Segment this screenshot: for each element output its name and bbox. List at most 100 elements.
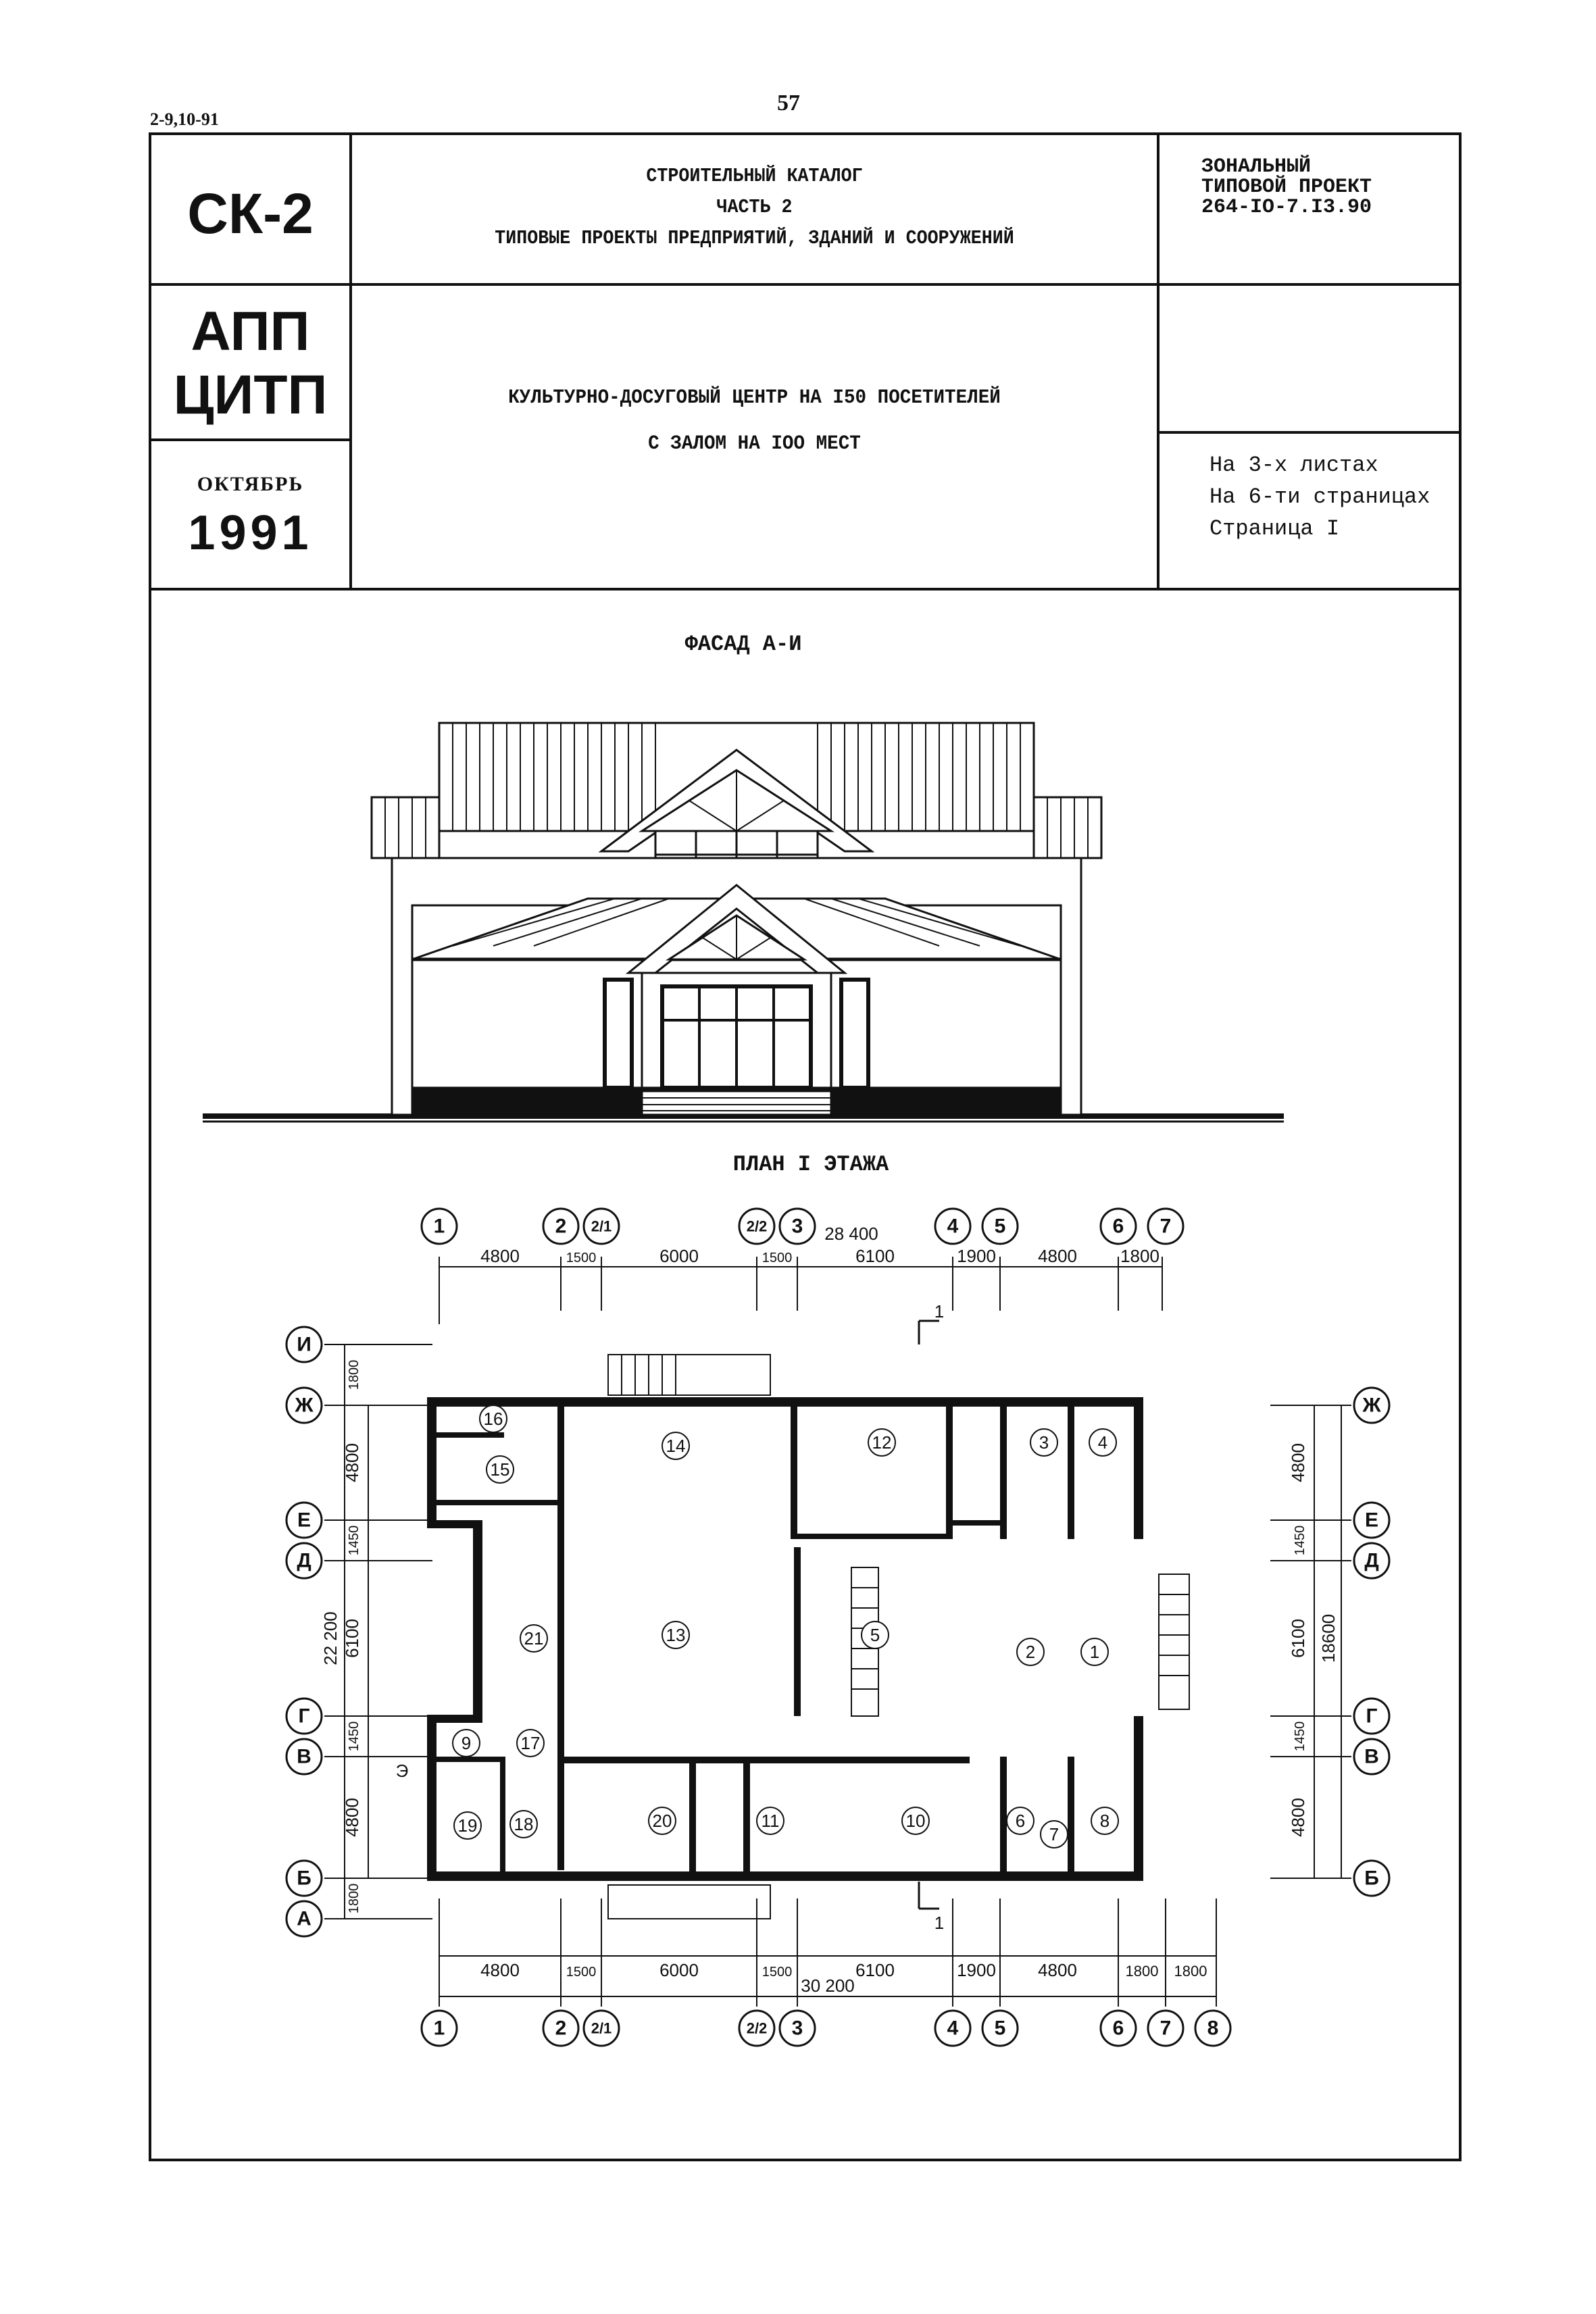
svg-text:В: В (297, 1746, 311, 1768)
plan-caption: ПЛАН I ЭТАЖА (732, 1152, 889, 1177)
sheet-code: 2-9,10-91 (150, 109, 219, 129)
svg-text:4800: 4800 (1288, 1443, 1308, 1482)
svg-text:5: 5 (995, 2017, 1006, 2040)
catalog-line-1: СТРОИТЕЛЬНЫЙ КАТАЛОГ (646, 165, 863, 187)
building-walls (427, 1397, 1143, 1881)
svg-text:6100: 6100 (342, 1619, 362, 1658)
svg-text:1: 1 (434, 2017, 445, 2040)
org-line-1: АПП (191, 301, 310, 362)
svg-text:4: 4 (947, 2017, 959, 2040)
section-marks (918, 1319, 939, 1910)
svg-text:6100: 6100 (855, 1960, 895, 1980)
facade-caption: ФАСАД А-И (684, 632, 802, 657)
section-mark-bottom: 1 (934, 1913, 944, 1933)
svg-text:4800: 4800 (480, 1246, 520, 1266)
floor-plan: .ax { fill:#fff; stroke:#111; stroke-wid… (285, 1207, 1391, 2047)
svg-text:22 200: 22 200 (320, 1611, 341, 1665)
svg-text:6100: 6100 (1288, 1619, 1308, 1658)
svg-text:1800: 1800 (1174, 1963, 1207, 1980)
svg-text:Ж: Ж (1362, 1394, 1381, 1417)
svg-text:1800: 1800 (347, 1884, 361, 1914)
svg-text:6100: 6100 (855, 1246, 895, 1266)
svg-text:18600: 18600 (1318, 1614, 1339, 1663)
bottom-dimensions: 4800 1500 6000 1500 6100 1900 4800 1800 … (480, 1960, 1207, 1996)
svg-text:1450: 1450 (347, 1721, 361, 1752)
room-1: 1 (1090, 1642, 1099, 1662)
left-dimensions: 1800 4800 1450 6100 1450 4800 1800 22 20… (320, 1360, 362, 1914)
right-dimensions: 4800 1450 6100 1450 4800 18600 (1288, 1443, 1339, 1837)
project-line-2: ТИПОВОЙ ПРОЕКТ (1201, 176, 1372, 199)
svg-text:2/1: 2/1 (591, 1218, 612, 1235)
svg-text:И: И (297, 1334, 311, 1356)
svg-text:Е: Е (1365, 1509, 1378, 1532)
svg-text:1500: 1500 (762, 1251, 793, 1265)
room-6: 6 (1016, 1811, 1025, 1831)
project-title-line-2: С ЗАЛОМ НА IOO МЕСТ (648, 432, 861, 455)
svg-text:1: 1 (434, 1215, 445, 1238)
top-axes: 1 2 2/1 2/2 3 4 5 6 7 (420, 1207, 1184, 1245)
svg-text:В: В (1364, 1746, 1379, 1768)
svg-text:Б: Б (1364, 1867, 1379, 1890)
section-mark-top: 1 (934, 1301, 944, 1322)
room-21: 21 (524, 1628, 544, 1649)
section-mark-left: Э (396, 1761, 409, 1781)
total-dimension-top: 28 400 (824, 1224, 878, 1244)
svg-text:2: 2 (555, 1215, 567, 1238)
room-17: 17 (521, 1733, 541, 1753)
room-5: 5 (870, 1625, 880, 1645)
total-dimension-bottom: 30 200 (801, 1976, 855, 1996)
svg-text:1450: 1450 (347, 1526, 361, 1556)
svg-text:1900: 1900 (957, 1960, 996, 1980)
bottom-axes: 1 2 2/1 2/2 3 4 5 6 7 8 (420, 2009, 1232, 2047)
svg-text:4800: 4800 (1038, 1960, 1077, 1980)
svg-text:5: 5 (995, 1215, 1006, 1238)
month-label: ОКТЯБРЬ (197, 473, 304, 495)
sheets-line-3: Страница I (1210, 516, 1340, 541)
series-label: СК-2 (187, 182, 314, 245)
catalog-line-2: ЧАСТЬ 2 (716, 196, 793, 218)
room-4: 4 (1098, 1432, 1107, 1453)
room-12: 12 (872, 1432, 892, 1453)
project-title: КУЛЬТУРНО-ДОСУГОВЫЙ ЦЕНТР НА I50 ПОСЕТИТ… (384, 375, 1125, 467)
facade-drawing (203, 722, 1284, 1123)
room-10: 10 (906, 1811, 926, 1831)
svg-text:1450: 1450 (1293, 1721, 1307, 1752)
svg-text:4800: 4800 (480, 1960, 520, 1980)
svg-text:2/2: 2/2 (747, 2020, 768, 2037)
svg-text:Б: Б (297, 1867, 311, 1890)
catalog-line-3: ТИПОВЫЕ ПРОЕКТЫ ПРЕДПРИЯТИЙ, ЗДАНИЙ И СО… (495, 227, 1014, 249)
room-7: 7 (1049, 1824, 1059, 1844)
svg-text:2: 2 (555, 2017, 567, 2040)
room-18: 18 (514, 1814, 534, 1834)
project-block: ЗОНАЛЬНЫЙ ТИПОВОЙ ПРОЕКТ 264-IO-7.I3.90 (1201, 157, 1372, 218)
svg-text:Г: Г (298, 1705, 309, 1728)
svg-text:4800: 4800 (342, 1443, 362, 1482)
svg-text:4800: 4800 (1038, 1246, 1077, 1266)
svg-text:Г: Г (1366, 1705, 1377, 1728)
room-16: 16 (484, 1409, 503, 1429)
org-line-2: ЦИТП (173, 364, 328, 426)
svg-text:6: 6 (1113, 2017, 1124, 2040)
page-frame (149, 132, 1462, 2161)
svg-text:1800: 1800 (1126, 1963, 1159, 1980)
sheets-block: На 3-х листах На 6-ти страницах Страница… (1210, 449, 1430, 545)
svg-text:1800: 1800 (347, 1360, 361, 1390)
svg-text:А: А (297, 1908, 311, 1930)
room-13: 13 (666, 1625, 686, 1645)
svg-text:4800: 4800 (342, 1798, 362, 1837)
svg-text:Е: Е (297, 1509, 311, 1532)
room-19: 19 (458, 1815, 478, 1836)
room-2: 2 (1026, 1642, 1035, 1662)
sheets-line-2: На 6-ти страницах (1210, 484, 1430, 509)
right-axes: Ж Е Д Г В Б (1353, 1386, 1391, 1897)
svg-text:3: 3 (792, 2017, 803, 2040)
svg-text:3: 3 (792, 1215, 803, 1238)
svg-text:7: 7 (1160, 2017, 1172, 2040)
svg-text:1450: 1450 (1293, 1526, 1307, 1556)
top-dimensions: 4800 1500 6000 1500 6100 1900 4800 1800 (480, 1246, 1159, 1266)
sheets-line-1: На 3-х листах (1210, 453, 1378, 478)
room-15: 15 (491, 1459, 510, 1480)
room-14: 14 (666, 1436, 686, 1456)
svg-text:8: 8 (1207, 2017, 1219, 2040)
project-title-line-1: КУЛЬТУРНО-ДОСУГОВЫЙ ЦЕНТР НА I50 ПОСЕТИТ… (508, 386, 1001, 409)
